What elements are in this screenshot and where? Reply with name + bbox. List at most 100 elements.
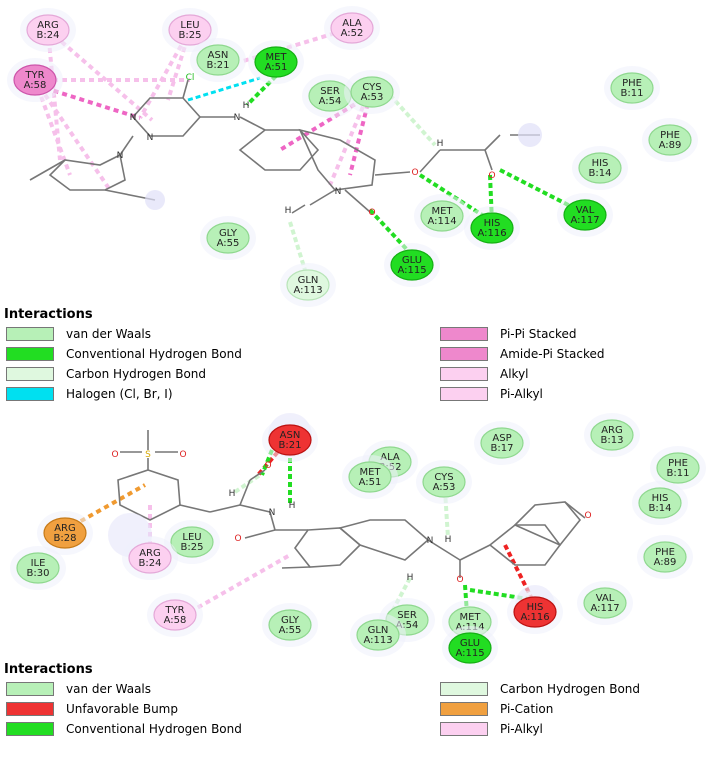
legend-label: Pi-Alkyl — [500, 387, 543, 401]
legend-label: van der Waals — [66, 327, 152, 341]
legend-label: Conventional Hydrogen Bond — [66, 722, 242, 736]
residue-disc — [563, 199, 607, 231]
residue-disc — [448, 632, 492, 664]
p1-solvent-blob — [145, 190, 165, 210]
atom-cl: Cl — [186, 73, 195, 83]
legend-label: Unfavorable Bump — [66, 702, 178, 716]
residue-disc — [638, 487, 682, 519]
residue-disc — [168, 14, 212, 46]
legend-item-pi-cation: Pi-Cation — [440, 700, 553, 718]
residue-disc — [206, 222, 250, 254]
residue-disc — [170, 526, 214, 558]
legend-label: Amide-Pi Stacked — [500, 347, 605, 361]
atom-o: O — [584, 511, 591, 521]
legend-label: Pi-Alkyl — [500, 722, 543, 736]
legend-label: Carbon Hydrogen Bond — [66, 367, 207, 381]
residue-disc — [583, 587, 627, 619]
atom-h: H — [289, 501, 296, 511]
residue-disc — [390, 249, 434, 281]
atom-o: O — [234, 534, 241, 544]
residue-disc — [26, 14, 70, 46]
residue-disc — [420, 200, 464, 232]
residue-disc — [348, 461, 392, 493]
legend-label: Halogen (Cl, Br, I) — [66, 387, 173, 401]
legend-swatch — [440, 347, 488, 361]
legend-swatch — [440, 387, 488, 401]
legend-swatch — [6, 702, 54, 716]
legend-item-alkyl: Alkyl — [440, 365, 529, 383]
atom-o: O — [368, 208, 375, 218]
legend-swatch — [6, 387, 54, 401]
atom-n: N — [427, 536, 434, 546]
atom-n: N — [147, 133, 154, 143]
panel1-ligand — [29, 79, 540, 214]
atom-h: H — [243, 101, 250, 111]
p2-cation-line — [64, 483, 146, 532]
atom-o: O — [456, 575, 463, 585]
atom-n: N — [335, 187, 342, 197]
residue-disc — [268, 609, 312, 641]
legend-item-pi-pi-stacked: Pi-Pi Stacked — [440, 325, 577, 343]
residue-disc — [254, 46, 298, 78]
residue-disc — [153, 599, 197, 631]
residue-disc — [656, 452, 700, 484]
atom-h: H — [407, 573, 414, 583]
legend-swatch — [440, 702, 488, 716]
residue-disc — [356, 619, 400, 651]
legend-swatch — [440, 722, 488, 736]
p2-alkyl-lines — [148, 505, 291, 614]
residue-disc — [513, 596, 557, 628]
legend-swatch — [440, 367, 488, 381]
panel1-atom-labels: H Cl N N N N N O O O H H — [117, 73, 496, 218]
residue-disc — [578, 152, 622, 184]
atom-h: H — [229, 489, 236, 499]
legend-item-van-der-waals: van der Waals — [6, 325, 151, 343]
panel2-atom-labels: S O O O O O O H H H N N H — [111, 450, 591, 585]
atom-n: N — [130, 113, 137, 123]
panel2-residues: ASNB:21ALAB:52ASPB:17ARGB:13PHEB:11META:… — [10, 413, 706, 670]
p1-halogen-line — [187, 76, 261, 102]
legend-item-pi-alkyl: Pi-Alkyl — [440, 385, 543, 403]
residue-disc — [610, 72, 654, 104]
atom-n: N — [117, 151, 124, 161]
atom-h: H — [445, 535, 452, 545]
legend-title: Interactions — [4, 307, 93, 322]
